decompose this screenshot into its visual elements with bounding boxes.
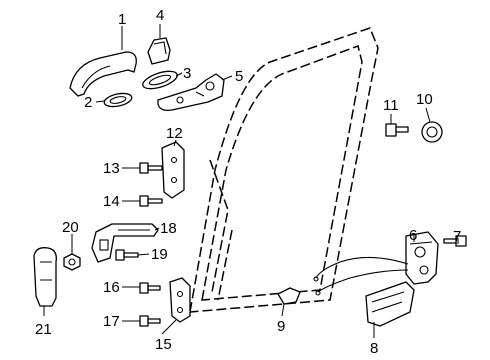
door-check-part — [91, 223, 159, 263]
upper-hinge-part — [161, 141, 185, 199]
door-latch-part — [405, 231, 439, 285]
callout-18: 18 — [160, 220, 177, 237]
check-bolt-19 — [115, 249, 139, 261]
callout-16: 16 — [103, 279, 120, 296]
latch-bolt-7 — [443, 235, 467, 247]
callout-2: 2 — [84, 94, 92, 111]
handle-gasket-part — [103, 92, 133, 108]
callout-14: 14 — [103, 193, 120, 210]
callout-5: 5 — [235, 68, 243, 85]
callout-3: 3 — [183, 65, 191, 82]
outside-handle-part — [69, 51, 137, 97]
lower-hinge-part — [169, 277, 191, 323]
callout-1: 1 — [118, 11, 126, 28]
callout-21: 21 — [35, 321, 52, 338]
handle-cover-part — [147, 37, 171, 65]
hinge-bolt-14 — [139, 195, 163, 207]
callout-15: 15 — [155, 336, 172, 353]
callout-10: 10 — [416, 91, 433, 108]
door-outline — [189, 27, 379, 313]
callout-20: 20 — [62, 219, 79, 236]
callout-8: 8 — [370, 340, 378, 357]
hinge-bolt-13 — [139, 162, 163, 174]
latch-cables — [313, 256, 409, 296]
gasket-ring-part — [142, 70, 178, 90]
callout-9: 9 — [277, 318, 285, 335]
latch-cover-part — [365, 281, 415, 327]
clip-part-9 — [277, 287, 301, 305]
callout-6: 6 — [409, 227, 417, 244]
callout-17: 17 — [103, 313, 120, 330]
leader-lines — [43, 24, 459, 338]
handle-bracket-part — [157, 73, 225, 112]
callout-labels: 1 2 3 4 5 6 7 8 9 10 11 12 13 14 15 16 1… — [35, 7, 461, 357]
bumper-part-10 — [421, 121, 443, 143]
callout-13: 13 — [103, 160, 120, 177]
hinge-bolt-16 — [139, 282, 161, 294]
nut-20 — [63, 253, 81, 271]
striker-bolt-11 — [385, 123, 409, 137]
callout-4: 4 — [156, 7, 164, 24]
hinge-bolt-17 — [139, 315, 161, 327]
callout-19: 19 — [151, 246, 168, 263]
callout-12: 12 — [166, 125, 183, 142]
callout-7: 7 — [453, 228, 461, 245]
seal-part-21 — [33, 247, 57, 307]
callout-11: 11 — [383, 97, 399, 114]
